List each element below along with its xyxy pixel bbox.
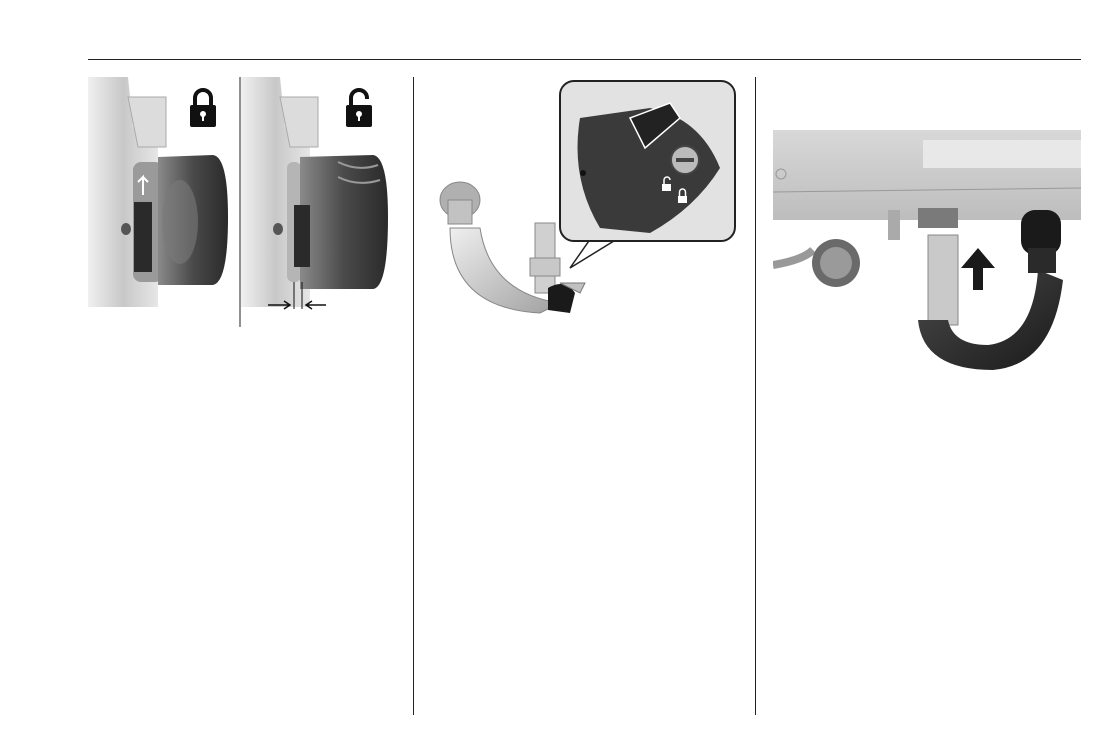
column-divider-1 [413, 77, 414, 715]
ball-bar [439, 181, 586, 314]
lock-closed-icon [190, 88, 216, 127]
lock-closed-icon [678, 188, 687, 203]
rear-bumper [773, 130, 1081, 220]
lock-open-icon [662, 176, 671, 191]
tow-socket [773, 239, 860, 287]
ball-bar [918, 210, 1063, 370]
figure-ball-bar-insertion [773, 130, 1081, 380]
detail-callout [559, 80, 736, 242]
top-rule [88, 59, 1081, 60]
arrow-up-icon [961, 248, 995, 290]
figure-locking-indicator [88, 77, 398, 327]
lock-open-icon [346, 88, 372, 127]
figure-ball-bar-detail [430, 78, 740, 338]
column-divider-2 [755, 77, 756, 715]
locked-panel [88, 77, 228, 307]
unlocked-panel [241, 77, 388, 310]
